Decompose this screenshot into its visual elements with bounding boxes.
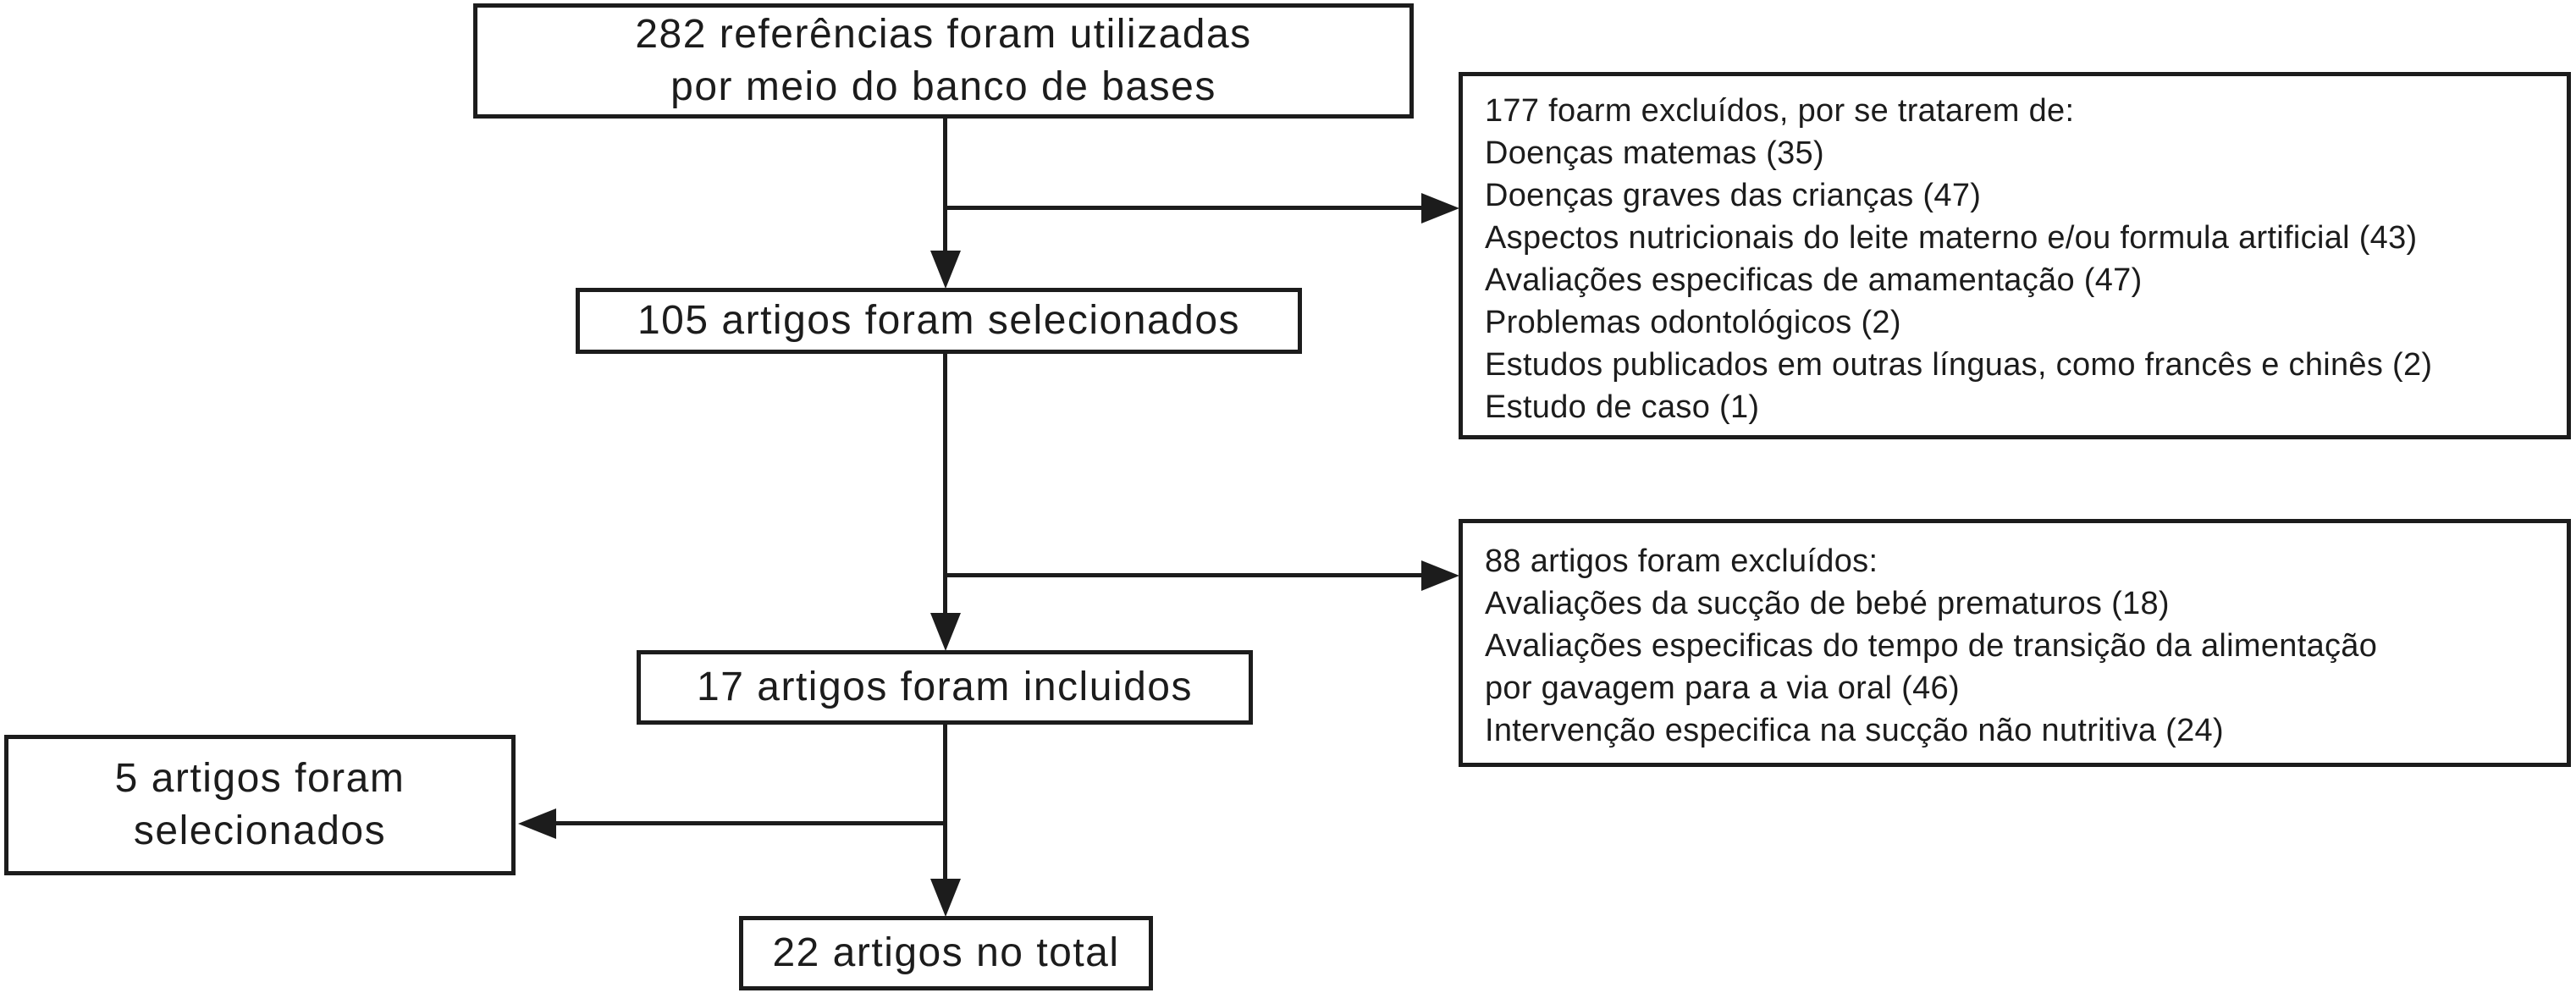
box-177-line-4: Aspectos nutricionais do leite materno e… — [1485, 220, 2418, 256]
box-177-line-8: Estudo de caso (1) — [1485, 389, 1760, 425]
box-88-line-1: 88 artigos foram excluídos: — [1485, 543, 1878, 579]
arrowhead-left-to-5 — [518, 808, 556, 839]
box-177-line-3: Doenças graves das crianças (47) — [1485, 178, 1982, 213]
box-22-total: 22 artigos no total — [739, 916, 1153, 990]
box-282-line-1: 282 referências foram utilizadas — [635, 12, 1252, 57]
connector-branch-to-5 — [554, 821, 947, 825]
box-17-incluidos: 17 artigos foram incluidos — [637, 650, 1253, 725]
connector-282-to-105 — [943, 119, 947, 254]
box-5-line-2: selecionados — [133, 808, 387, 853]
box-88-line-4: por gavagem para a via oral (46) — [1485, 670, 1960, 706]
box-177-line-6: Problemas odontológicos (2) — [1485, 305, 1901, 340]
box-177-line-2: Doenças matemas (35) — [1485, 135, 1824, 171]
connector-branch-to-88 — [943, 573, 1423, 577]
box-17-label: 17 artigos foram incluidos — [697, 665, 1193, 709]
connector-17-to-22 — [943, 724, 947, 880]
box-88-line-3: Avaliações especificas do tempo de trans… — [1485, 628, 2378, 664]
box-88-excluidos: 88 artigos foram excluídos: Avaliações d… — [1459, 519, 2571, 767]
box-88-line-5: Intervenção especifica na sucção não nut… — [1485, 713, 2224, 748]
box-177-excluidos: 177 foarm excluídos, por se tratarem de:… — [1459, 72, 2571, 439]
box-177-line-7: Estudos publicados em outras línguas, co… — [1485, 347, 2433, 383]
connector-branch-to-177 — [943, 206, 1423, 210]
arrowhead-down-105-to-17 — [930, 613, 961, 651]
box-282-line-2: por meio do banco de bases — [670, 64, 1216, 109]
connector-105-to-17 — [943, 353, 947, 615]
box-5-selecionados: 5 artigos foram selecionados — [4, 735, 516, 875]
arrowhead-right-to-88 — [1421, 560, 1459, 591]
box-5-line-1: 5 artigos foram — [114, 756, 405, 801]
arrowhead-down-17-to-22 — [930, 879, 961, 917]
arrowhead-right-to-177 — [1421, 193, 1459, 223]
box-282-referencias: 282 referências foram utilizadas por mei… — [473, 3, 1414, 119]
box-88-line-2: Avaliações da sucção de bebé prematuros … — [1485, 586, 2170, 621]
box-105-selecionados: 105 artigos foram selecionados — [576, 288, 1302, 354]
box-177-line-1: 177 foarm excluídos, por se tratarem de: — [1485, 93, 2075, 129]
arrowhead-down-282-to-105 — [930, 251, 961, 289]
box-22-label: 22 artigos no total — [772, 930, 1120, 975]
box-177-line-5: Avaliações especificas de amamentação (4… — [1485, 262, 2143, 298]
box-105-label: 105 artigos foram selecionados — [637, 298, 1241, 343]
